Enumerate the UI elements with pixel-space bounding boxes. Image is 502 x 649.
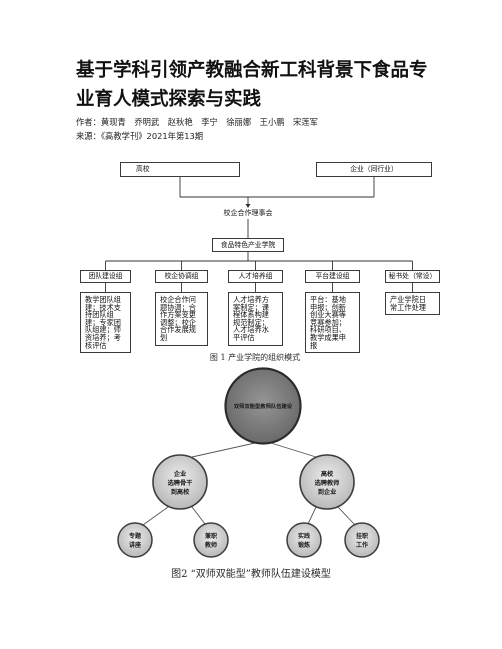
author-line: 作者：黄现青乔明武赵秋艳李宁徐丽娜王小鹏宋莲军 [76, 116, 318, 128]
leaf-circle [344, 522, 380, 558]
group-box-coordination: 校企协调组 [155, 270, 208, 283]
duties-box-platform: 平台：基地申报；创新创业大赛等竞赛参加；科研项目、教学成果申报 [305, 292, 360, 354]
branch-circle-enterprise [152, 454, 208, 510]
connector-line [337, 506, 356, 526]
duties-box-secretariat: 产业学院日常工作处理 [385, 292, 440, 316]
leaf-label-line: 专题 [129, 532, 142, 540]
leaf-label-line: 工作 [356, 541, 368, 549]
leaf-label-line: 锻炼 [298, 541, 310, 549]
group-box-secretariat: 秘书处（常设） [385, 270, 440, 283]
leaf-label-line: 讲座 [129, 541, 141, 549]
connector-line [105, 261, 413, 270]
connector-line [142, 506, 169, 526]
article-title: 基于学科引领产教融合新工科背景下食品专业育人模式探索与实践 [76, 60, 428, 110]
connector-line [191, 506, 206, 525]
figure1-connectors [105, 177, 413, 292]
duties-text: 平台：基地申报；创新创业大赛等竞赛参加；科研项目、教学成果申报 [310, 295, 346, 350]
author-name: 黄现青 [100, 117, 126, 127]
source-line: 来源：《高教学刊》2021年第13期 [76, 130, 203, 142]
figure1-caption: 图 1 产业学院的组织模式 [209, 353, 301, 362]
enterprise-box: 企业（同行业） [316, 162, 432, 177]
branch-label-line: 到高校 [171, 488, 190, 496]
figure2-caption: 图2 “双师双能型”教师队伍建设模型 [171, 569, 331, 580]
duties-text: 校企合作问题协调；合作方案变更调整；校企合作发展规划 [160, 295, 196, 342]
college-box: 食品特色产业学院 [212, 238, 284, 252]
author-name: 徐丽娜 [226, 117, 252, 127]
author-label: 作者： [76, 117, 101, 127]
university-box: 高校 [120, 162, 240, 177]
duties-box-coordination: 校企合作问题协调；合作方案变更调整；校企合作发展规划 [155, 292, 208, 346]
core-label: 双师双能型教师队伍建设 [234, 402, 293, 410]
core-circle [224, 367, 302, 445]
branch-label-line: 高校 [321, 470, 334, 478]
connector-line [191, 442, 256, 458]
figure2-diagram: 双师双能型教师队伍建设 企业 选聘骨干 到高校 高校 选聘教师 到企业 专题 讲… [117, 367, 380, 558]
branch-label-line: 到企业 [318, 488, 337, 496]
connector-line [270, 442, 317, 458]
leaf-circle [286, 522, 322, 558]
author-name: 赵秋艳 [167, 117, 193, 127]
author-name: 乔明武 [134, 117, 160, 127]
source-label: 来源： [76, 131, 101, 141]
leaf-circle [117, 522, 153, 558]
duties-box-team: 教学团队组建；技术支持团队组建；专家团队组建；师资培养；考核评估 [80, 292, 131, 354]
branch-label-line: 选聘骨干 [168, 479, 193, 487]
group-box-talent: 人才培养组 [228, 270, 283, 283]
leaf-label-line: 兼职 [204, 532, 217, 540]
figure2-connectors [142, 442, 356, 526]
branch-label-line: 企业 [173, 470, 186, 478]
source-journal: 《高教学刊》2021年第13期 [100, 131, 204, 141]
branch-label-line: 选聘教师 [315, 479, 340, 487]
duties-text: 人才培养方案制定；课程体系构建规范制定；人才培养水平评估 [233, 295, 269, 342]
duties-text: 产业学院日常工作处理 [390, 295, 426, 312]
council-label: 校企合作理事会 [223, 209, 273, 217]
leaf-label-line: 挂职 [356, 532, 368, 540]
duties-box-talent: 人才培养方案制定；课程体系构建规范制定；人才培养水平评估 [228, 292, 283, 346]
leaf-label-line: 教师 [204, 541, 217, 549]
group-box-platform: 平台建设组 [305, 270, 360, 283]
connector-line [307, 506, 317, 525]
author-name: 宋莲军 [293, 117, 318, 127]
author-name: 李宁 [201, 117, 218, 127]
arrow-down-icon [245, 204, 251, 208]
leaf-label-line: 实践 [298, 532, 310, 540]
connector-line [105, 283, 413, 292]
group-box-team: 团队建设组 [80, 270, 131, 283]
author-name: 王小鹏 [259, 117, 285, 127]
branch-circle-university [299, 454, 355, 510]
leaf-circle [193, 522, 229, 558]
duties-text: 教学团队组建；技术支持团队组建；专家团队组建；师资培养；考核评估 [85, 295, 121, 350]
